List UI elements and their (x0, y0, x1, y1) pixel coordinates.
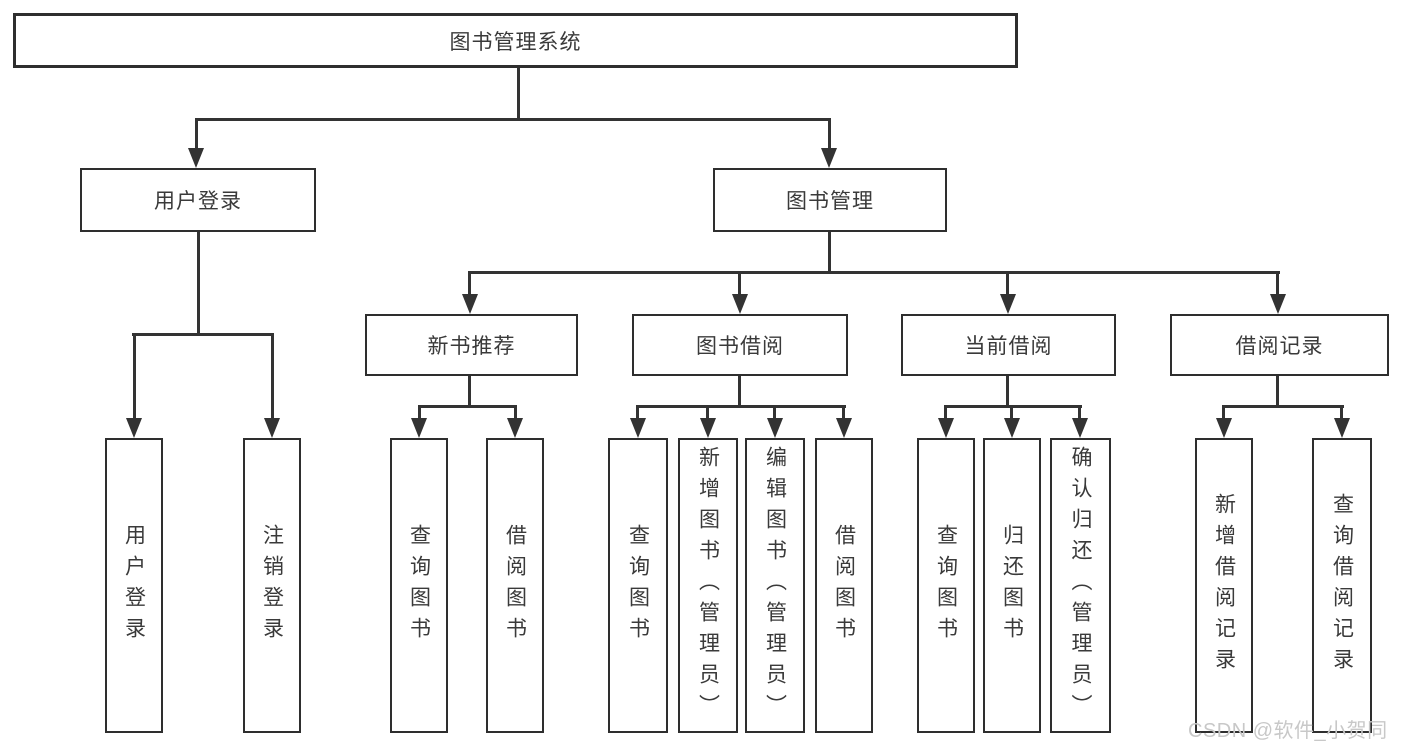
connector-line (828, 118, 831, 152)
connector-arrow (1004, 418, 1020, 438)
connector-arrow (411, 418, 427, 438)
connector-line (418, 405, 421, 422)
leaf-br-query-record: 查询借阅记录 (1312, 438, 1372, 733)
leaf-nb-borrow-books-label: 借阅图书 (503, 523, 527, 648)
node-borrow-records-label: 借阅记录 (1235, 335, 1324, 358)
leaf-user-login-label: 用户登录 (122, 523, 146, 648)
connector-arrow (507, 418, 523, 438)
connector-line (945, 405, 1082, 408)
connector-arrow (821, 148, 837, 168)
connector-arrow (1000, 294, 1016, 314)
connector-line (197, 232, 200, 336)
leaf-cb-confirm-return-admin: 确认归还（管理员） (1050, 438, 1111, 733)
connector-arrow (1270, 294, 1286, 314)
connector-arrow (264, 418, 280, 438)
node-book-borrowing-label: 图书借阅 (696, 335, 784, 358)
connector-line (132, 333, 274, 336)
connector-line (514, 405, 517, 422)
leaf-bb-add-books-admin-label: 新增图书（管理员） (696, 446, 720, 725)
csdn-watermark: CSDN @软件_小贺同学 (1188, 720, 1388, 742)
connector-line (1006, 376, 1009, 408)
node-root-label: 图书管理系统 (449, 30, 582, 54)
leaf-bb-borrow-books: 借阅图书 (815, 438, 873, 733)
leaf-cb-query-books-label: 查询图书 (934, 523, 958, 648)
connector-line (133, 333, 136, 421)
leaf-br-add-record-label: 新增借阅记录 (1212, 492, 1236, 679)
connector-line (517, 68, 520, 121)
leaf-user-login: 用户登录 (105, 438, 163, 733)
connector-arrow (1216, 418, 1232, 438)
leaf-br-query-record-label: 查询借阅记录 (1330, 492, 1354, 679)
node-book-borrowing: 图书借阅 (632, 314, 848, 376)
connector-line (1222, 405, 1225, 422)
connector-line (738, 376, 741, 408)
connector-line (738, 271, 741, 298)
node-book-management-label: 图书管理 (786, 190, 874, 213)
connector-line (468, 376, 471, 408)
connector-line (1223, 405, 1344, 408)
leaf-nb-borrow-books: 借阅图书 (486, 438, 544, 733)
node-current-borrowing-label: 当前借阅 (964, 335, 1053, 358)
node-new-book-recommend: 新书推荐 (365, 314, 578, 376)
leaf-bb-query-books: 查询图书 (608, 438, 668, 733)
connector-line (1078, 405, 1081, 422)
connector-line (468, 271, 1280, 274)
leaf-bb-add-books-admin: 新增图书（管理员） (678, 438, 738, 733)
connector-line (1340, 405, 1343, 422)
connector-arrow (1334, 418, 1350, 438)
connector-line (468, 271, 471, 298)
node-user-login: 用户登录 (80, 168, 316, 232)
connector-arrow (700, 418, 716, 438)
connector-line (1276, 271, 1279, 298)
node-root: 图书管理系统 (13, 13, 1018, 68)
connector-line (1006, 271, 1009, 298)
connector-line (418, 405, 517, 408)
connector-arrow (188, 148, 204, 168)
connector-line (636, 405, 639, 422)
leaf-cb-confirm-return-admin-label: 确认归还（管理员） (1069, 446, 1092, 725)
connector-arrow (630, 418, 646, 438)
connector-line (828, 232, 831, 273)
node-borrow-records: 借阅记录 (1170, 314, 1389, 376)
leaf-cb-return-books: 归还图书 (983, 438, 1041, 733)
leaf-logout-login-label: 注销登录 (260, 523, 284, 648)
node-current-borrowing: 当前借阅 (901, 314, 1116, 376)
leaf-bb-edit-books-admin-label: 编辑图书（管理员） (763, 446, 787, 725)
connector-arrow (1072, 418, 1088, 438)
connector-line (944, 405, 947, 422)
node-book-management: 图书管理 (713, 168, 947, 232)
leaf-nb-query-books-label: 查询图书 (407, 523, 431, 648)
node-new-book-recommend-label: 新书推荐 (427, 335, 516, 358)
connector-arrow (462, 294, 478, 314)
leaf-bb-borrow-books-label: 借阅图书 (832, 523, 856, 648)
leaf-cb-return-books-label: 归还图书 (1000, 523, 1024, 648)
connector-line (271, 333, 274, 421)
leaf-bb-edit-books-admin: 编辑图书（管理员） (745, 438, 805, 733)
leaf-br-add-record: 新增借阅记录 (1195, 438, 1253, 733)
connector-line (773, 405, 776, 422)
leaf-logout-login: 注销登录 (243, 438, 301, 733)
connector-line (195, 118, 198, 152)
connector-arrow (126, 418, 142, 438)
connector-line (1276, 376, 1279, 408)
leaf-bb-query-books-label: 查询图书 (626, 523, 650, 648)
node-user-login-label: 用户登录 (154, 190, 242, 213)
connector-line (637, 405, 846, 408)
connector-arrow (938, 418, 954, 438)
connector-line (842, 405, 845, 422)
connector-arrow (732, 294, 748, 314)
connector-line (196, 118, 831, 121)
connector-line (706, 405, 709, 422)
connector-arrow (836, 418, 852, 438)
connector-line (1010, 405, 1013, 422)
leaf-cb-query-books: 查询图书 (917, 438, 975, 733)
leaf-nb-query-books: 查询图书 (390, 438, 448, 733)
connector-arrow (767, 418, 783, 438)
